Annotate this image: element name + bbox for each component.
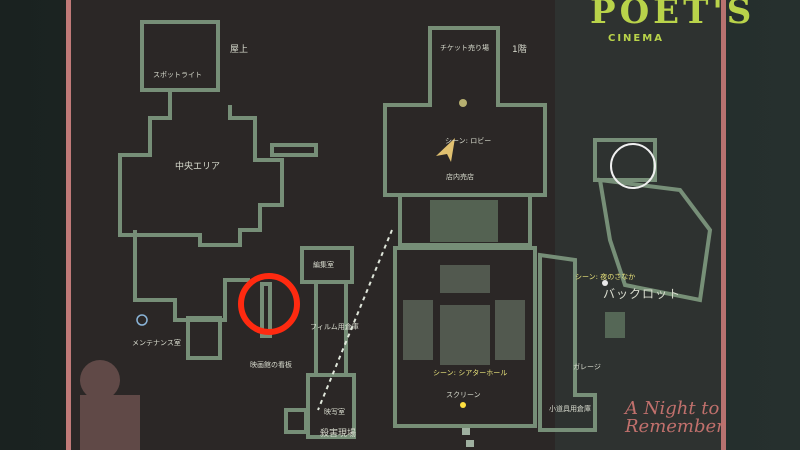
room-spotlight[interactable]: スポットライト [153,71,202,79]
room-editing[interactable]: 編集室 [313,261,334,269]
room-crime-scene[interactable]: 殺害現場 [320,429,357,439]
poster-subtitle: CINEMA [608,33,664,44]
floor-label-first: 1階 [512,45,527,55]
question-icon [136,314,148,326]
room-midnight-scene[interactable]: シーン: 夜のさなか [575,273,636,281]
seats [403,265,525,365]
floor-label-roof: 屋上 [230,45,249,55]
corridor [270,143,318,157]
editing-room [300,246,354,284]
room-marquee[interactable]: 映画館の看板 [250,361,292,369]
theater-hall [393,246,537,428]
poster-title: POET'S [590,0,756,32]
room-film-storage[interactable]: フィルム用倉庫 [310,323,359,331]
room-projection[interactable]: 映写室 [324,408,345,416]
room-backlot[interactable]: バックロット [603,287,682,301]
room-ticket-booth[interactable]: チケット売り場 [440,44,489,52]
room-screen[interactable]: スクリーン [446,391,481,399]
projection-room [306,373,356,439]
spotlight-room [140,20,220,92]
poster-shade [555,0,721,450]
lock-icon [462,428,470,435]
garage-walls [538,252,597,432]
scene-light-icon [602,280,608,286]
room-maintenance[interactable]: メンテナンス室 [132,339,181,347]
small-room [186,316,222,360]
player-arrow-icon [436,138,455,162]
central-area-walls [118,90,284,247]
room-central-area[interactable]: 中央エリア [175,162,221,172]
marquee-ladder [260,282,272,338]
room-concession[interactable]: 店内売店 [446,173,474,181]
room-lobby[interactable]: シーン: ロビー [445,137,492,145]
concession-floor [430,200,498,242]
lobby-walls [383,26,547,197]
lobby-marker [459,99,467,107]
poster-tagline: A Night to Remember [625,398,725,437]
lock-icon [466,440,474,447]
room-garage[interactable]: ガレージ [573,363,601,371]
west-wing [133,230,250,322]
dashed-path [317,229,393,411]
backlot-walls [597,177,713,303]
screen-light-icon [460,402,466,408]
objective-circle [610,143,656,189]
room-theater-hall[interactable]: シーン: シアターホール [433,369,508,377]
room-prop-storage[interactable]: 小道具用倉庫 [549,405,591,413]
highlight-marker [238,273,300,335]
film-reel-icon [80,360,140,450]
